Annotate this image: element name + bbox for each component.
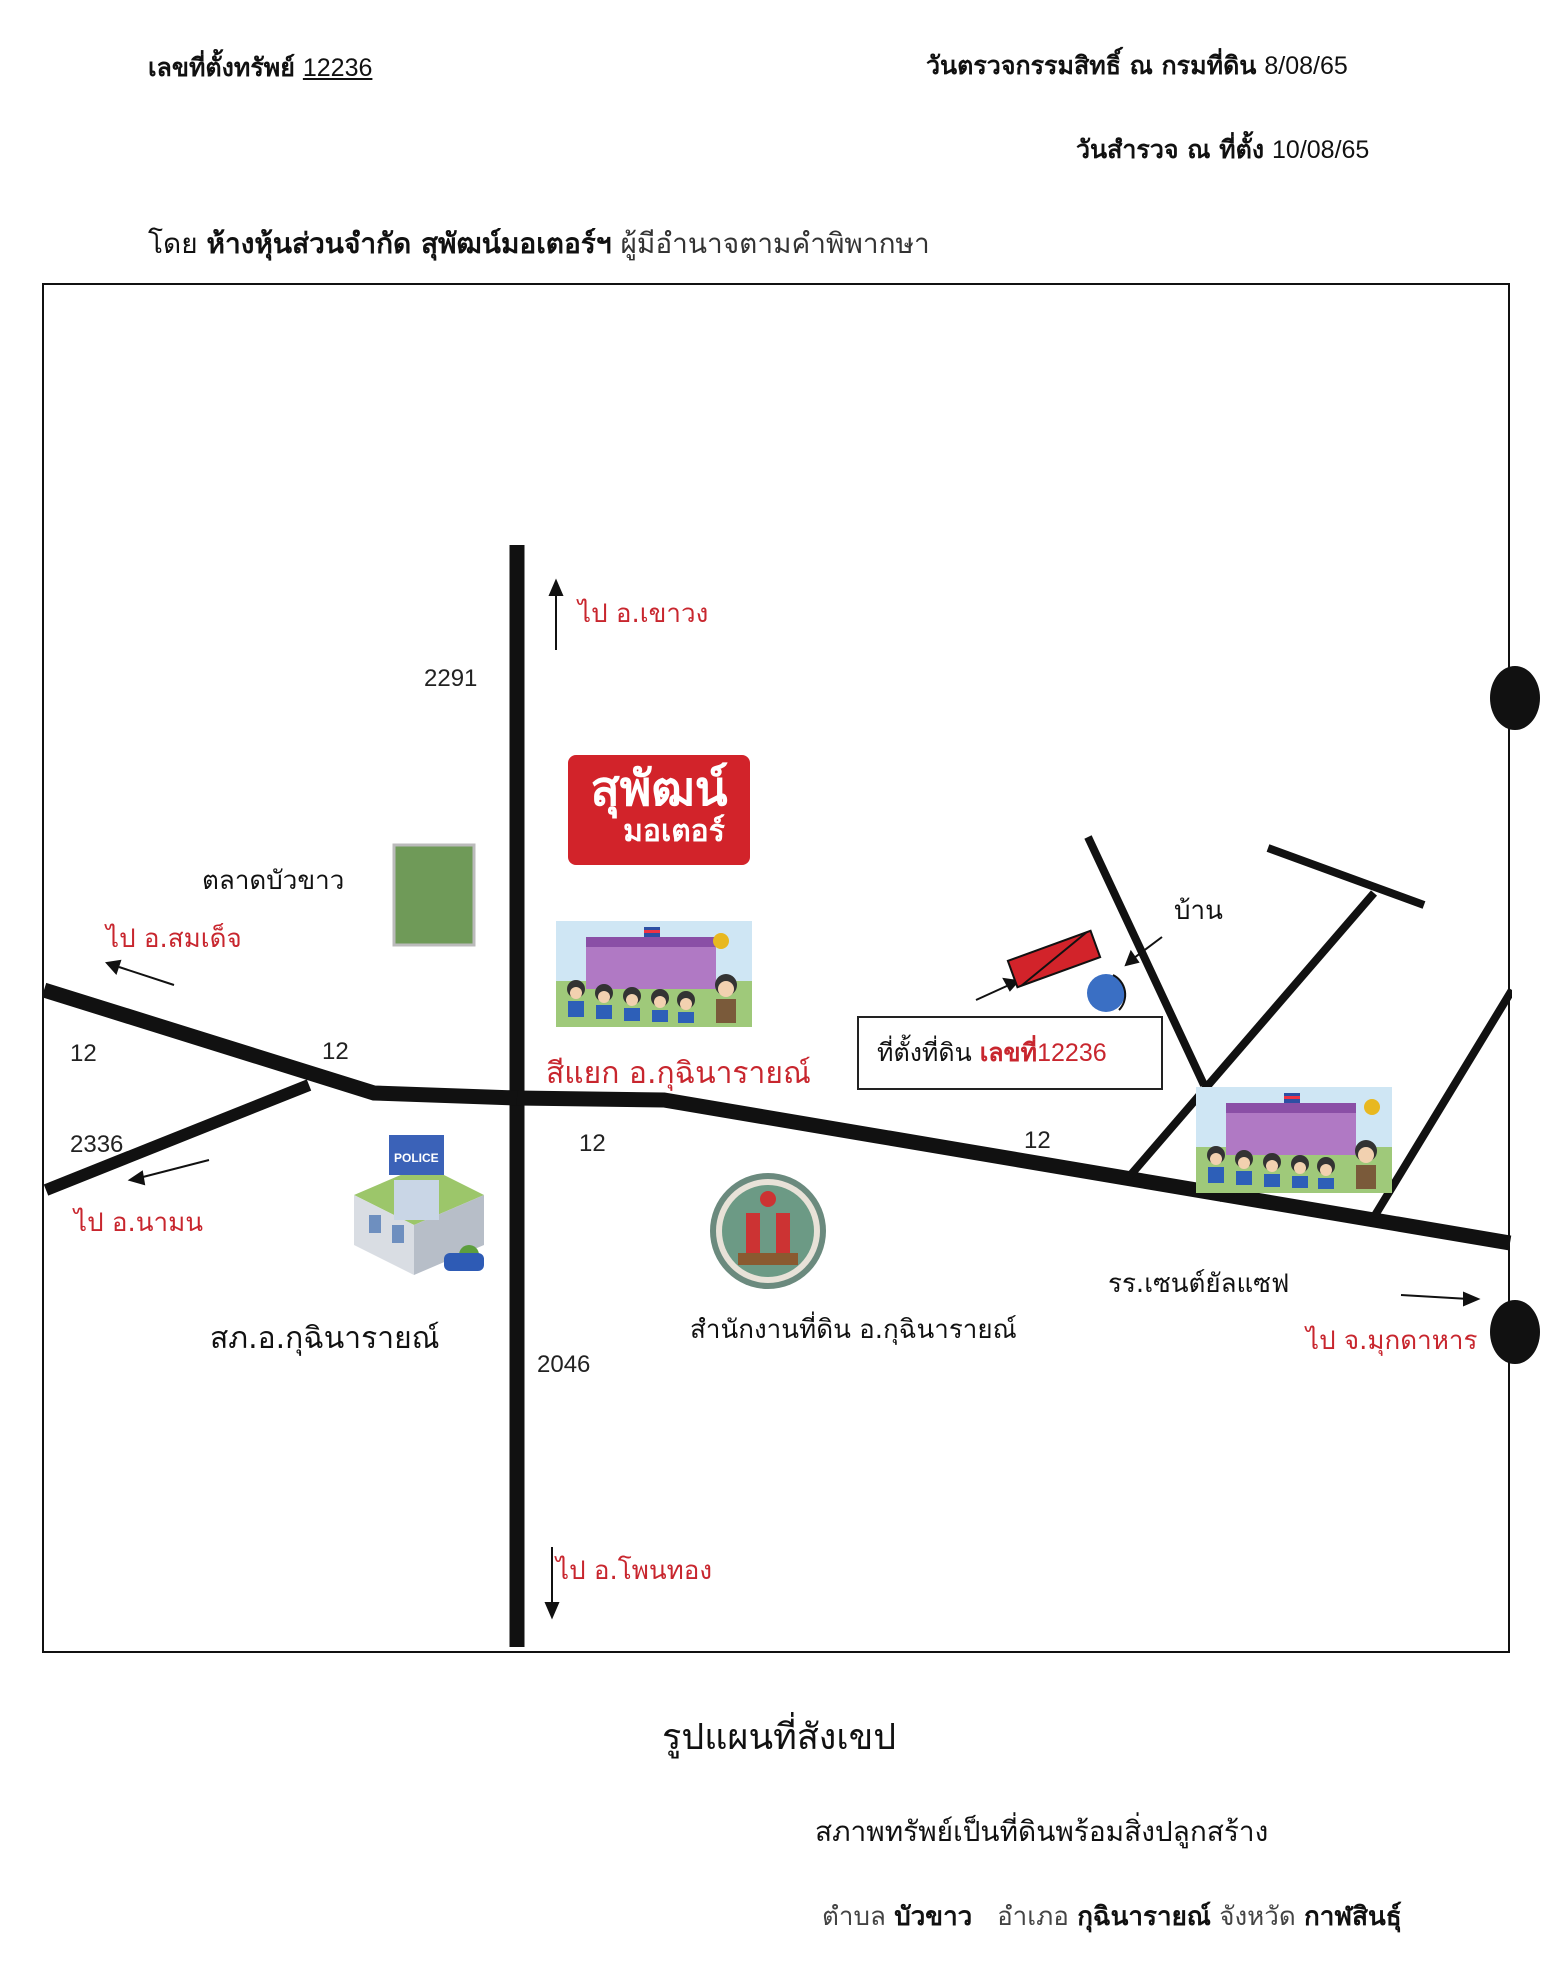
by-suffix: ผู้มีอำนาจตามคำพิพากษา [620,227,930,260]
survey-label: วันสำรวจ ณ ที่ตั้ง [1076,135,1265,164]
house-marker [1087,974,1125,1012]
province-label: จังหวัด [1219,1902,1296,1932]
side-road-3 [1266,844,1426,909]
arrow-house-icon [1124,936,1163,967]
arrow-west-icon [105,959,175,986]
market-block [392,843,476,947]
arrow-east-icon [1400,1291,1481,1307]
location-line: ตำบล บัวขาว อำเภอ กุฉินารายณ์ จังหวัด กา… [822,1896,1402,1937]
destination-southwest: ไป อ.นามน [74,1208,204,1238]
plot-number: 12236 [1037,1038,1107,1067]
suphat-motor-logo: สุพัฒน์ มอเตอร์ [568,755,750,865]
binder-hole-bottom [1490,1300,1540,1364]
police-station-label: สภ.อ.กุฉินารายณ์ [210,1321,440,1356]
land-office-label: สำนักงานที่ดิน อ.กุฉินารายณ์ [690,1315,1017,1345]
arrow-north-icon [548,578,564,650]
sketch-map: 2291 2046 2336 12 12 12 12 ไป อ.เขาวง ไป… [42,283,1512,1653]
road-2336 [44,1079,312,1196]
road-number-2336: 2336 [70,1131,124,1158]
police-sign-text: POLICE [394,1151,439,1165]
road-12-east [516,1090,1512,1251]
side-road-4 [1370,987,1512,1220]
amphoe-label: อำเภอ [997,1902,1069,1932]
property-condition: สภาพทรัพย์เป็นที่ดินพร้อมสิ่งปลูกสร้าง [815,1815,1269,1848]
plot-location-box: ที่ตั้งที่ดิน เลขที่ 12236 [857,1016,1163,1090]
school-illustration-icon [556,921,752,1027]
amphoe: กุฉินารายณ์ [1077,1902,1211,1932]
tambon: บัวขาว [894,1902,973,1932]
intersection-label: สีแยก อ.กุฉินารายณ์ [546,1056,811,1091]
asset-number-line: เลขที่ตั้งทรัพย์ 12236 [148,48,372,88]
rights-check-line: วันตรวจกรรมสิทธิ์ ณ กรมที่ดิน 8/08/65 [926,46,1348,86]
road-number-12-center: 12 [579,1130,606,1157]
asset-number-label: เลขที่ตั้งทรัพย์ [148,53,295,82]
asset-number: 12236 [302,54,373,82]
plot-number-label: เลขที่ [979,1038,1038,1067]
destination-south: ไป อ.โพนทอง [556,1556,713,1586]
police-station-icon: POLICE [354,1135,484,1275]
land-office-seal-icon [710,1173,826,1289]
road-number-12-east: 12 [1024,1127,1051,1154]
survey-line: วันสำรวจ ณ ที่ตั้ง 10/08/65 [1076,130,1369,170]
survey-date: 10/08/65 [1272,136,1370,164]
market-label: ตลาดบัวขาว [202,866,345,896]
rights-check-label: วันตรวจกรรมสิทธิ์ ณ กรมที่ดิน [926,51,1257,80]
road-number-2291: 2291 [424,665,478,692]
by-company: ห้างหุ้นส่วนจำกัด สุพัฒน์มอเตอร์ฯ [206,227,612,260]
binder-hole-top [1490,666,1540,730]
road-number-12-west: 12 [70,1040,97,1067]
destination-west: ไป อ.สมเด็จ [106,924,242,954]
school-label: รร.เซนต์ยัลแซฟ [1108,1269,1290,1299]
plot-location-label: ที่ตั้งที่ดิน [877,1038,972,1067]
side-road-2 [1124,890,1378,1181]
house-label: บ้าน [1174,896,1223,926]
road-network [44,545,1512,1647]
rights-check-date: 8/08/65 [1264,52,1348,80]
school-illustration-east-icon [1196,1087,1392,1193]
side-road-1 [1084,835,1208,1087]
map-title: รูปแผนที่สังเขป [662,1717,897,1758]
road-number-2046: 2046 [537,1351,591,1378]
by-prefix: โดย [148,227,198,260]
arrow-south-icon [544,1547,560,1620]
road-12-west [44,982,518,1106]
logo-line2: มอเตอร์ [623,814,725,849]
logo-line1: สุพัฒน์ [590,761,728,817]
plot-marker [1006,929,1102,989]
tambon-label: ตำบล [822,1902,886,1932]
arrow-southwest-icon [127,1159,210,1186]
road-number-12-west2: 12 [322,1038,349,1065]
by-line: โดย ห้างหุ้นส่วนจำกัด สุพัฒน์มอเตอร์ฯ ผู… [148,222,930,266]
arrow-plot-icon [975,977,1020,1001]
destination-north: ไป อ.เขาวง [578,599,709,629]
province: กาฬสินธุ์ [1304,1902,1402,1932]
destination-east: ไป จ.มุกดาหาร [1306,1326,1478,1356]
